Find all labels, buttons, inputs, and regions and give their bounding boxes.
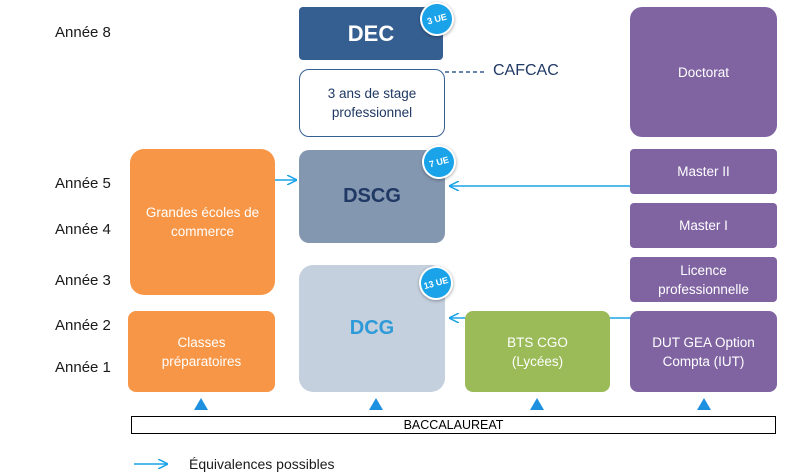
bts-label: BTS CGO (Lycées) <box>507 334 568 369</box>
grandes-ecoles-box: Grandes écoles de commerce <box>130 149 275 295</box>
stage-label: 3 ans de stage professionnel <box>327 86 417 120</box>
master1-box: Master I <box>630 203 777 248</box>
licence-pro-label: Licence professionnelle <box>658 262 749 297</box>
triangle-up-icon <box>530 398 544 410</box>
dut-box: DUT GEA Option Compta (IUT) <box>630 311 777 392</box>
triangle-up-icon <box>194 398 208 410</box>
year-1-label: Année 1 <box>55 359 111 376</box>
year-5-label: Année 5 <box>55 175 111 192</box>
dscg-box: DSCG <box>299 150 445 243</box>
dcg-label: DCG <box>349 317 395 339</box>
triangle-up-icon <box>697 398 711 410</box>
master2-label: Master II <box>677 164 730 179</box>
bts-box: BTS CGO (Lycées) <box>465 311 610 392</box>
stage-box: 3 ans de stage professionnel <box>299 69 445 137</box>
triangle-up-icon <box>369 398 383 410</box>
dut-label: DUT GEA Option Compta (IUT) <box>652 334 755 369</box>
legend-label: Équivalences possibles <box>189 456 335 472</box>
cafcac-label: CAFCAC <box>493 62 559 79</box>
master1-label: Master I <box>679 218 728 233</box>
year-3-label: Année 3 <box>55 272 111 289</box>
year-4-label: Année 4 <box>55 221 111 238</box>
master2-box: Master II <box>630 149 777 194</box>
classes-prepa-label: Classes préparatoires <box>161 334 242 369</box>
year-8-label: Année 8 <box>55 24 111 41</box>
dscg-label: DSCG <box>343 185 401 207</box>
licence-pro-box: Licence professionnelle <box>630 257 777 302</box>
doctorat-box: Doctorat <box>630 7 777 137</box>
classes-prepa-box: Classes préparatoires <box>128 311 275 392</box>
grandes-ecoles-label: Grandes écoles de commerce <box>145 205 260 239</box>
baccalaureat-label: BACCALAUREAT <box>403 418 504 432</box>
year-2-label: Année 2 <box>55 317 111 334</box>
dec-label: DEC <box>347 21 395 46</box>
doctorat-label: Doctorat <box>677 64 730 80</box>
baccalaureat-bar: BACCALAUREAT <box>131 416 776 434</box>
